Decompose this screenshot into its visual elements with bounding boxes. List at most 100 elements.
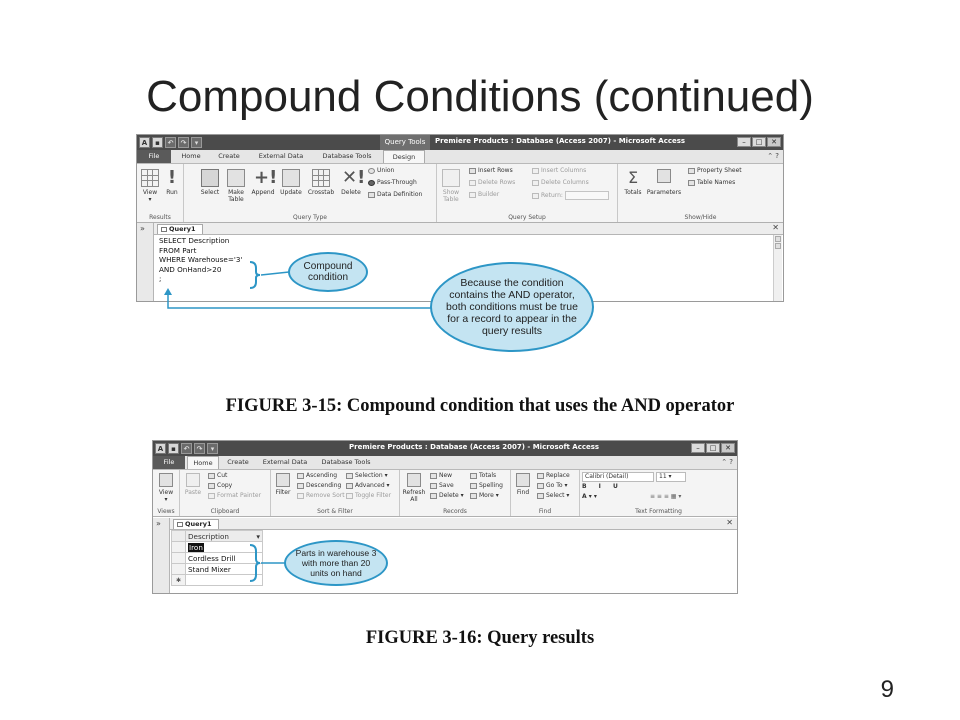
spelling-button[interactable]: Spelling bbox=[470, 482, 503, 490]
cut-button[interactable]: Cut bbox=[208, 472, 227, 480]
filter-button[interactable]: Filter bbox=[273, 473, 293, 496]
record-selector[interactable] bbox=[171, 541, 186, 553]
table-names-button[interactable]: Table Names bbox=[688, 179, 735, 187]
access-app-icon[interactable]: A bbox=[139, 137, 150, 148]
refresh-all-button[interactable]: Refresh All bbox=[402, 473, 426, 503]
crosstab-button[interactable]: Crosstab bbox=[306, 169, 336, 196]
parameters-button[interactable]: Parameters bbox=[646, 169, 682, 196]
minimize-button[interactable]: – bbox=[737, 137, 751, 147]
record-selector[interactable] bbox=[171, 563, 186, 575]
select-all-cell[interactable] bbox=[171, 530, 186, 542]
font-name-dropdown[interactable]: Calibri (Detail) bbox=[582, 472, 654, 482]
tab-home[interactable]: Home bbox=[181, 152, 201, 160]
property-sheet-button[interactable]: Property Sheet bbox=[688, 167, 742, 175]
replace-button[interactable]: Replace bbox=[537, 472, 570, 480]
delete-query-button[interactable]: ✕!Delete bbox=[341, 167, 366, 197]
tab-query1[interactable]: Query1 bbox=[157, 224, 203, 234]
new-record-row[interactable]: ✱ bbox=[171, 574, 263, 586]
append-button[interactable]: +!Append bbox=[251, 167, 278, 197]
expand-nav-icon[interactable]: » bbox=[156, 519, 161, 528]
access-app-icon[interactable]: A bbox=[155, 443, 166, 454]
maximize-button[interactable]: □ bbox=[706, 443, 720, 453]
find-button[interactable]: Find bbox=[513, 473, 533, 496]
delete-rows-button[interactable]: Delete Rows bbox=[469, 179, 515, 187]
tab-create[interactable]: Create bbox=[227, 458, 249, 466]
tab-database-tools[interactable]: Database Tools bbox=[322, 152, 372, 160]
select-query-button[interactable]: Select bbox=[198, 169, 222, 196]
bold-italic-underline-buttons[interactable]: B I U bbox=[582, 483, 623, 490]
make-table-button[interactable]: Make Table bbox=[224, 169, 248, 203]
alignment-buttons-icon[interactable]: ≡ ≡ ≡ ▦ ▾ bbox=[650, 493, 682, 500]
tab-home[interactable]: Home bbox=[187, 456, 219, 469]
customize-toolbar-icon[interactable]: ▾ bbox=[191, 137, 202, 148]
view-button[interactable]: View▾ bbox=[155, 473, 177, 503]
sql-editor[interactable]: SELECT Description FROM Part WHERE Wareh… bbox=[159, 236, 242, 284]
font-size-dropdown[interactable]: 11 ▾ bbox=[656, 472, 686, 482]
cell-description-new[interactable] bbox=[185, 574, 263, 586]
insert-rows-button[interactable]: Insert Rows bbox=[469, 167, 513, 175]
advanced-button[interactable]: Advanced ▾ bbox=[346, 482, 390, 490]
record-selector[interactable] bbox=[171, 552, 186, 564]
help-icon[interactable]: ⌃ ? bbox=[767, 152, 779, 160]
tab-query1[interactable]: Query1 bbox=[173, 519, 219, 529]
tab-file[interactable]: File bbox=[153, 456, 185, 469]
copy-button[interactable]: Copy bbox=[208, 482, 232, 490]
navigation-pane-collapsed[interactable]: » bbox=[153, 518, 170, 593]
tab-file[interactable]: File bbox=[137, 150, 171, 163]
maximize-button[interactable]: □ bbox=[752, 137, 766, 147]
insert-columns-button[interactable]: Insert Columns bbox=[532, 167, 586, 175]
save-icon[interactable]: ▪ bbox=[168, 443, 179, 454]
save-icon[interactable]: ▪ bbox=[152, 137, 163, 148]
selection-button[interactable]: Selection ▾ bbox=[346, 472, 388, 480]
tab-external-data[interactable]: External Data bbox=[262, 458, 308, 466]
run-button[interactable]: !Run bbox=[162, 169, 182, 197]
go-to-button[interactable]: Go To ▾ bbox=[537, 482, 567, 490]
vertical-scrollbar[interactable] bbox=[773, 235, 782, 301]
remove-sort-button[interactable]: Remove Sort bbox=[297, 492, 345, 500]
save-record-button[interactable]: Save bbox=[430, 482, 454, 490]
descending-button[interactable]: Descending bbox=[297, 482, 341, 490]
delete-columns-button[interactable]: Delete Columns bbox=[532, 179, 589, 187]
redo-icon[interactable]: ↷ bbox=[178, 137, 189, 148]
close-document-icon[interactable]: ✕ bbox=[772, 223, 779, 232]
union-button[interactable]: Union bbox=[368, 167, 394, 175]
new-record-button[interactable]: New bbox=[430, 472, 452, 480]
expand-nav-icon[interactable]: » bbox=[140, 224, 145, 233]
tab-database-tools[interactable]: Database Tools bbox=[321, 458, 371, 466]
pass-through-button[interactable]: Pass-Through bbox=[368, 179, 417, 187]
tab-create[interactable]: Create bbox=[218, 152, 240, 160]
help-icon[interactable]: ⌃ ? bbox=[721, 458, 733, 466]
toggle-filter-button[interactable]: Toggle Filter bbox=[346, 492, 391, 500]
tab-design[interactable]: Design bbox=[383, 150, 425, 163]
customize-toolbar-icon[interactable]: ▾ bbox=[207, 443, 218, 454]
delete-record-button[interactable]: Delete ▾ bbox=[430, 492, 464, 500]
minimize-button[interactable]: – bbox=[691, 443, 705, 453]
tab-external-data[interactable]: External Data bbox=[258, 152, 304, 160]
table-row[interactable]: Stand Mixer bbox=[171, 563, 263, 575]
totals-button[interactable]: Totals bbox=[470, 472, 496, 480]
return-field[interactable]: Return: bbox=[532, 191, 609, 200]
paste-button[interactable]: Paste bbox=[182, 473, 204, 496]
table-row[interactable]: Iron bbox=[171, 541, 263, 553]
column-header-description[interactable]: Description ▾ bbox=[185, 530, 263, 542]
close-button[interactable]: ✕ bbox=[721, 443, 735, 453]
table-row[interactable]: Cordless Drill bbox=[171, 552, 263, 564]
close-button[interactable]: ✕ bbox=[767, 137, 781, 147]
navigation-pane-collapsed[interactable]: » bbox=[137, 223, 154, 301]
cell-description[interactable]: Cordless Drill bbox=[185, 552, 263, 564]
close-document-icon[interactable]: ✕ bbox=[726, 518, 733, 527]
update-button[interactable]: Update bbox=[278, 169, 304, 196]
font-color-button[interactable]: A ▾ ▾ bbox=[582, 493, 597, 500]
redo-icon[interactable]: ↷ bbox=[194, 443, 205, 454]
select-button[interactable]: Select ▾ bbox=[537, 492, 569, 500]
cell-description[interactable]: Iron bbox=[185, 541, 263, 553]
data-definition-button[interactable]: Data Definition bbox=[368, 191, 422, 199]
format-painter-button[interactable]: Format Painter bbox=[208, 492, 261, 500]
ascending-button[interactable]: Ascending bbox=[297, 472, 337, 480]
show-table-button[interactable]: Show Table bbox=[439, 169, 463, 203]
view-button[interactable]: View▾ bbox=[139, 169, 161, 203]
more-button[interactable]: More ▾ bbox=[470, 492, 499, 500]
undo-icon[interactable]: ↶ bbox=[165, 137, 176, 148]
builder-button[interactable]: Builder bbox=[469, 191, 499, 199]
